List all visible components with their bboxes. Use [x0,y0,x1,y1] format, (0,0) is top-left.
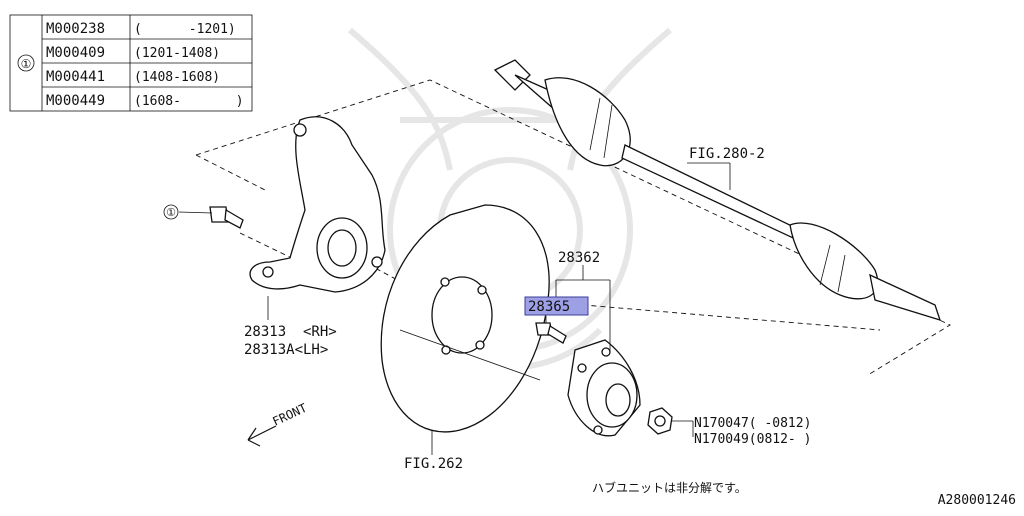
table-code: M000441 [46,69,105,85]
callout-28365-highlight [524,296,589,316]
bolt-marker: ① [166,206,176,219]
table-marker-circle [17,54,35,72]
callout-fig-262[interactable]: FIG.262 [404,456,463,472]
callout-n170049[interactable]: N170049(0812- ) [694,432,811,447]
callout-28365[interactable]: 28365 [528,299,570,315]
table-range: (1408-1608) [134,70,220,85]
table-code: M000238 [46,21,105,37]
callout-28313a-lh[interactable]: 28313A<LH> [244,342,328,358]
front-arrow: FRONT [247,401,309,447]
diagram-id: A280001246 [938,493,1016,508]
table-range: ( -1201) [134,22,236,37]
note-text: ハブユニットは非分解です。 [592,480,747,495]
callout-n170047[interactable]: N170047( -0812) [694,416,811,431]
table-code: M000409 [46,45,105,61]
axle-nut [647,407,673,435]
hub-unit [567,339,641,437]
mounting-bolt [209,206,244,229]
leader-bolt [178,211,213,214]
table-range: (1608- ) [134,94,244,109]
application-table: ① M000238 ( -1201) M000409 (1201-1408) M… [9,14,253,112]
table-marker: ① [21,57,32,71]
assembly-frame [195,79,951,376]
bolt-marker-circle [163,204,179,220]
hub-bolt [535,322,567,344]
dust-shield [380,204,550,433]
steering-knuckle [249,116,386,293]
callout-28313-rh[interactable]: 28313 <RH> [244,324,337,340]
drive-shaft [493,59,942,321]
callout-28362[interactable]: 28362 [558,250,600,266]
table-code: M000449 [46,93,105,109]
callout-fig-280-2[interactable]: FIG.280-2 [689,146,765,162]
table-range: (1201-1408) [134,46,220,61]
assembly-frame-left [195,154,266,191]
front-label: FRONT [270,401,309,429]
